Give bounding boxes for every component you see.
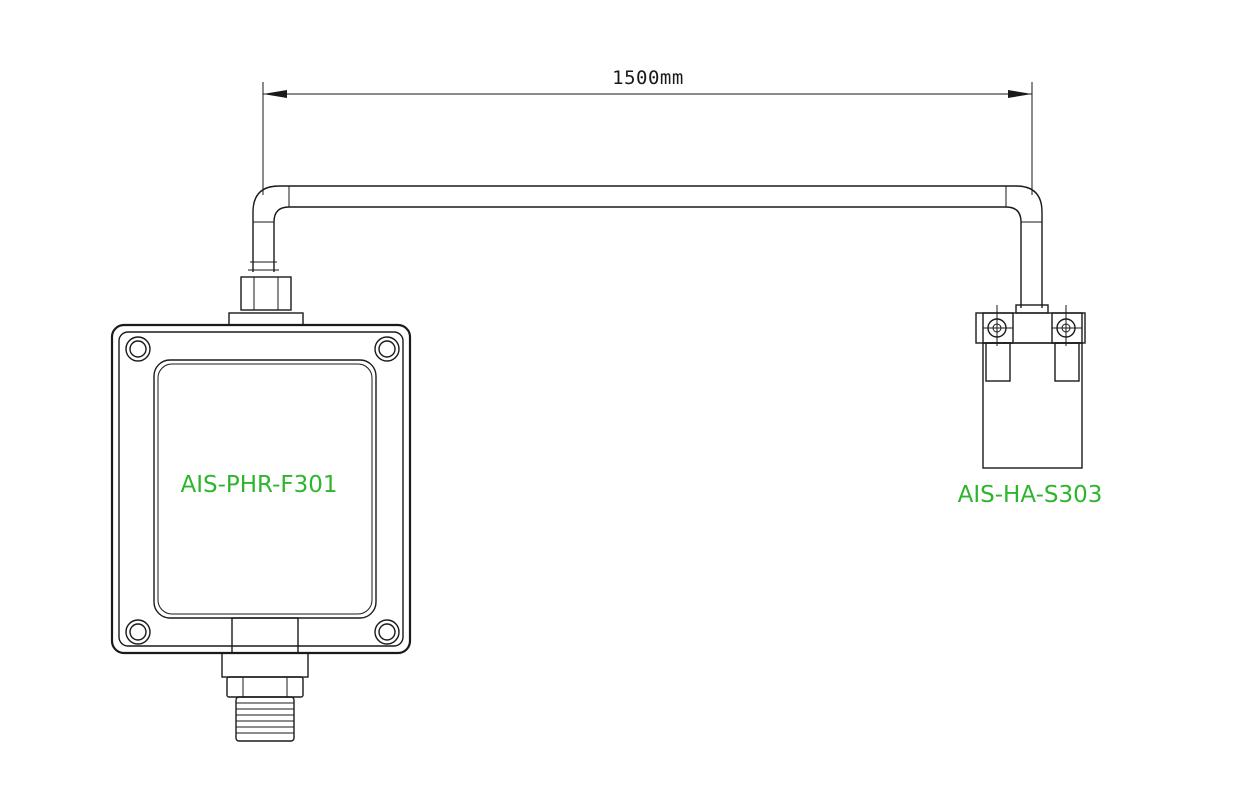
mounting-hole-bottom-right (374, 619, 400, 645)
sensor-body (982, 342, 1083, 469)
cable-gland-nut (240, 276, 292, 311)
sensor-label: AIS-HA-S303 (958, 482, 1103, 508)
cable-gland-base (228, 312, 304, 326)
dimension-annotation: 1500mm (262, 67, 1033, 195)
sensor-slot-left (985, 342, 1011, 382)
main-unit-label: AIS-PHR-F301 (180, 472, 337, 498)
mounting-hole-top-right (374, 336, 400, 362)
dimension-arrow-left (263, 90, 287, 98)
connector-body (221, 652, 309, 678)
cable-inner-edge (273, 206, 1022, 308)
cable-gland (228, 276, 304, 326)
sensor-mounting-hole-right (1051, 305, 1083, 346)
mounting-hole-top-left (125, 336, 151, 362)
connector-threaded-end (235, 696, 295, 742)
cable-outer-edge (252, 185, 1043, 308)
sensor-head: AIS-HA-S303 (958, 304, 1103, 508)
main-unit-housing-inner (118, 331, 404, 647)
sensor-slot-right (1054, 342, 1080, 382)
connector-collar (231, 617, 299, 654)
dimension-arrow-right (1008, 90, 1032, 98)
main-unit: AIS-PHR-F301 (110, 323, 412, 655)
dimension-length-label: 1500mm (612, 67, 684, 89)
cable (248, 185, 1043, 308)
sensor-mounting-hole-left (982, 305, 1014, 346)
main-unit-lid-inset (157, 363, 373, 615)
bottom-connector (221, 617, 309, 742)
mounting-hole-bottom-left (125, 619, 151, 645)
connector-hex-nut (226, 676, 304, 698)
